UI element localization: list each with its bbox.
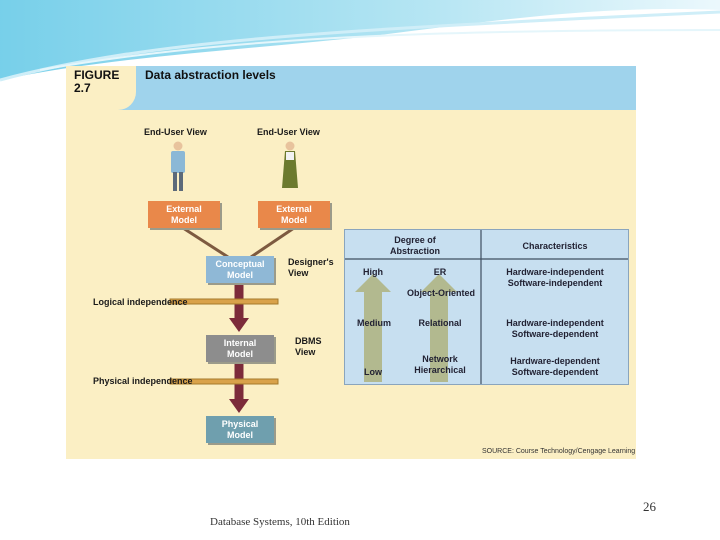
physical-model: Physical Model [206, 416, 274, 443]
figure-header [66, 66, 636, 110]
internal-model: Internal Model [206, 335, 274, 362]
figure-source: SOURCE: Course Technology/Cengage Learni… [482, 448, 636, 455]
table-grid [345, 230, 628, 384]
end-user-view-right: End-User View [257, 127, 320, 137]
header-characteristics: Characteristics [522, 241, 588, 251]
characteristics-medium: Hardware-independent Software-dependent [506, 318, 604, 339]
characteristics-high: Hardware-independent Software-independen… [506, 267, 604, 288]
footer-text: Database Systems, 10th Edition [210, 516, 350, 528]
figure-label-word: FIGURE [74, 68, 120, 82]
end-user-view-left: End-User View [144, 127, 207, 137]
page-number: 26 [643, 499, 656, 514]
model-er: ER [433, 267, 447, 277]
characteristics-low: Hardware-dependent Software-dependent [510, 356, 600, 377]
conceptual-model: Conceptual Model [206, 256, 274, 283]
level-low: Low [364, 367, 382, 377]
male-user-icon [171, 141, 185, 191]
figure-title: Data abstraction levels [145, 68, 276, 82]
designers-view-label: Designer's View [288, 257, 334, 278]
model-relational: Relational [418, 318, 462, 328]
figure-tab [66, 66, 136, 110]
model-object-oriented: Object-Oriented [406, 288, 475, 298]
figure-label-number: 2.7 [74, 81, 91, 95]
level-high: High [363, 267, 383, 277]
model-network-hierarchical: Network Hierarchical [414, 354, 466, 375]
figure-panel: FIGURE 2.7 Data abstraction levels End-U… [66, 66, 636, 459]
abstraction-arrow-right [421, 274, 457, 382]
external-model-right: External Model [258, 201, 330, 228]
external-model-left: External Model [148, 201, 220, 228]
header-degree: Degree of Abstraction [389, 235, 440, 256]
physical-independence-label: Physical independence [93, 376, 193, 386]
abstraction-arrow-left [355, 274, 391, 382]
logical-independence-label: Logical independence [93, 297, 188, 307]
dbms-view-label: DBMS View [295, 336, 322, 357]
level-medium: Medium [356, 318, 391, 328]
abstraction-table: Degree of Abstraction Characteristics Hi… [344, 229, 629, 385]
diagram-lines [169, 141, 298, 413]
female-user-icon [282, 141, 298, 188]
